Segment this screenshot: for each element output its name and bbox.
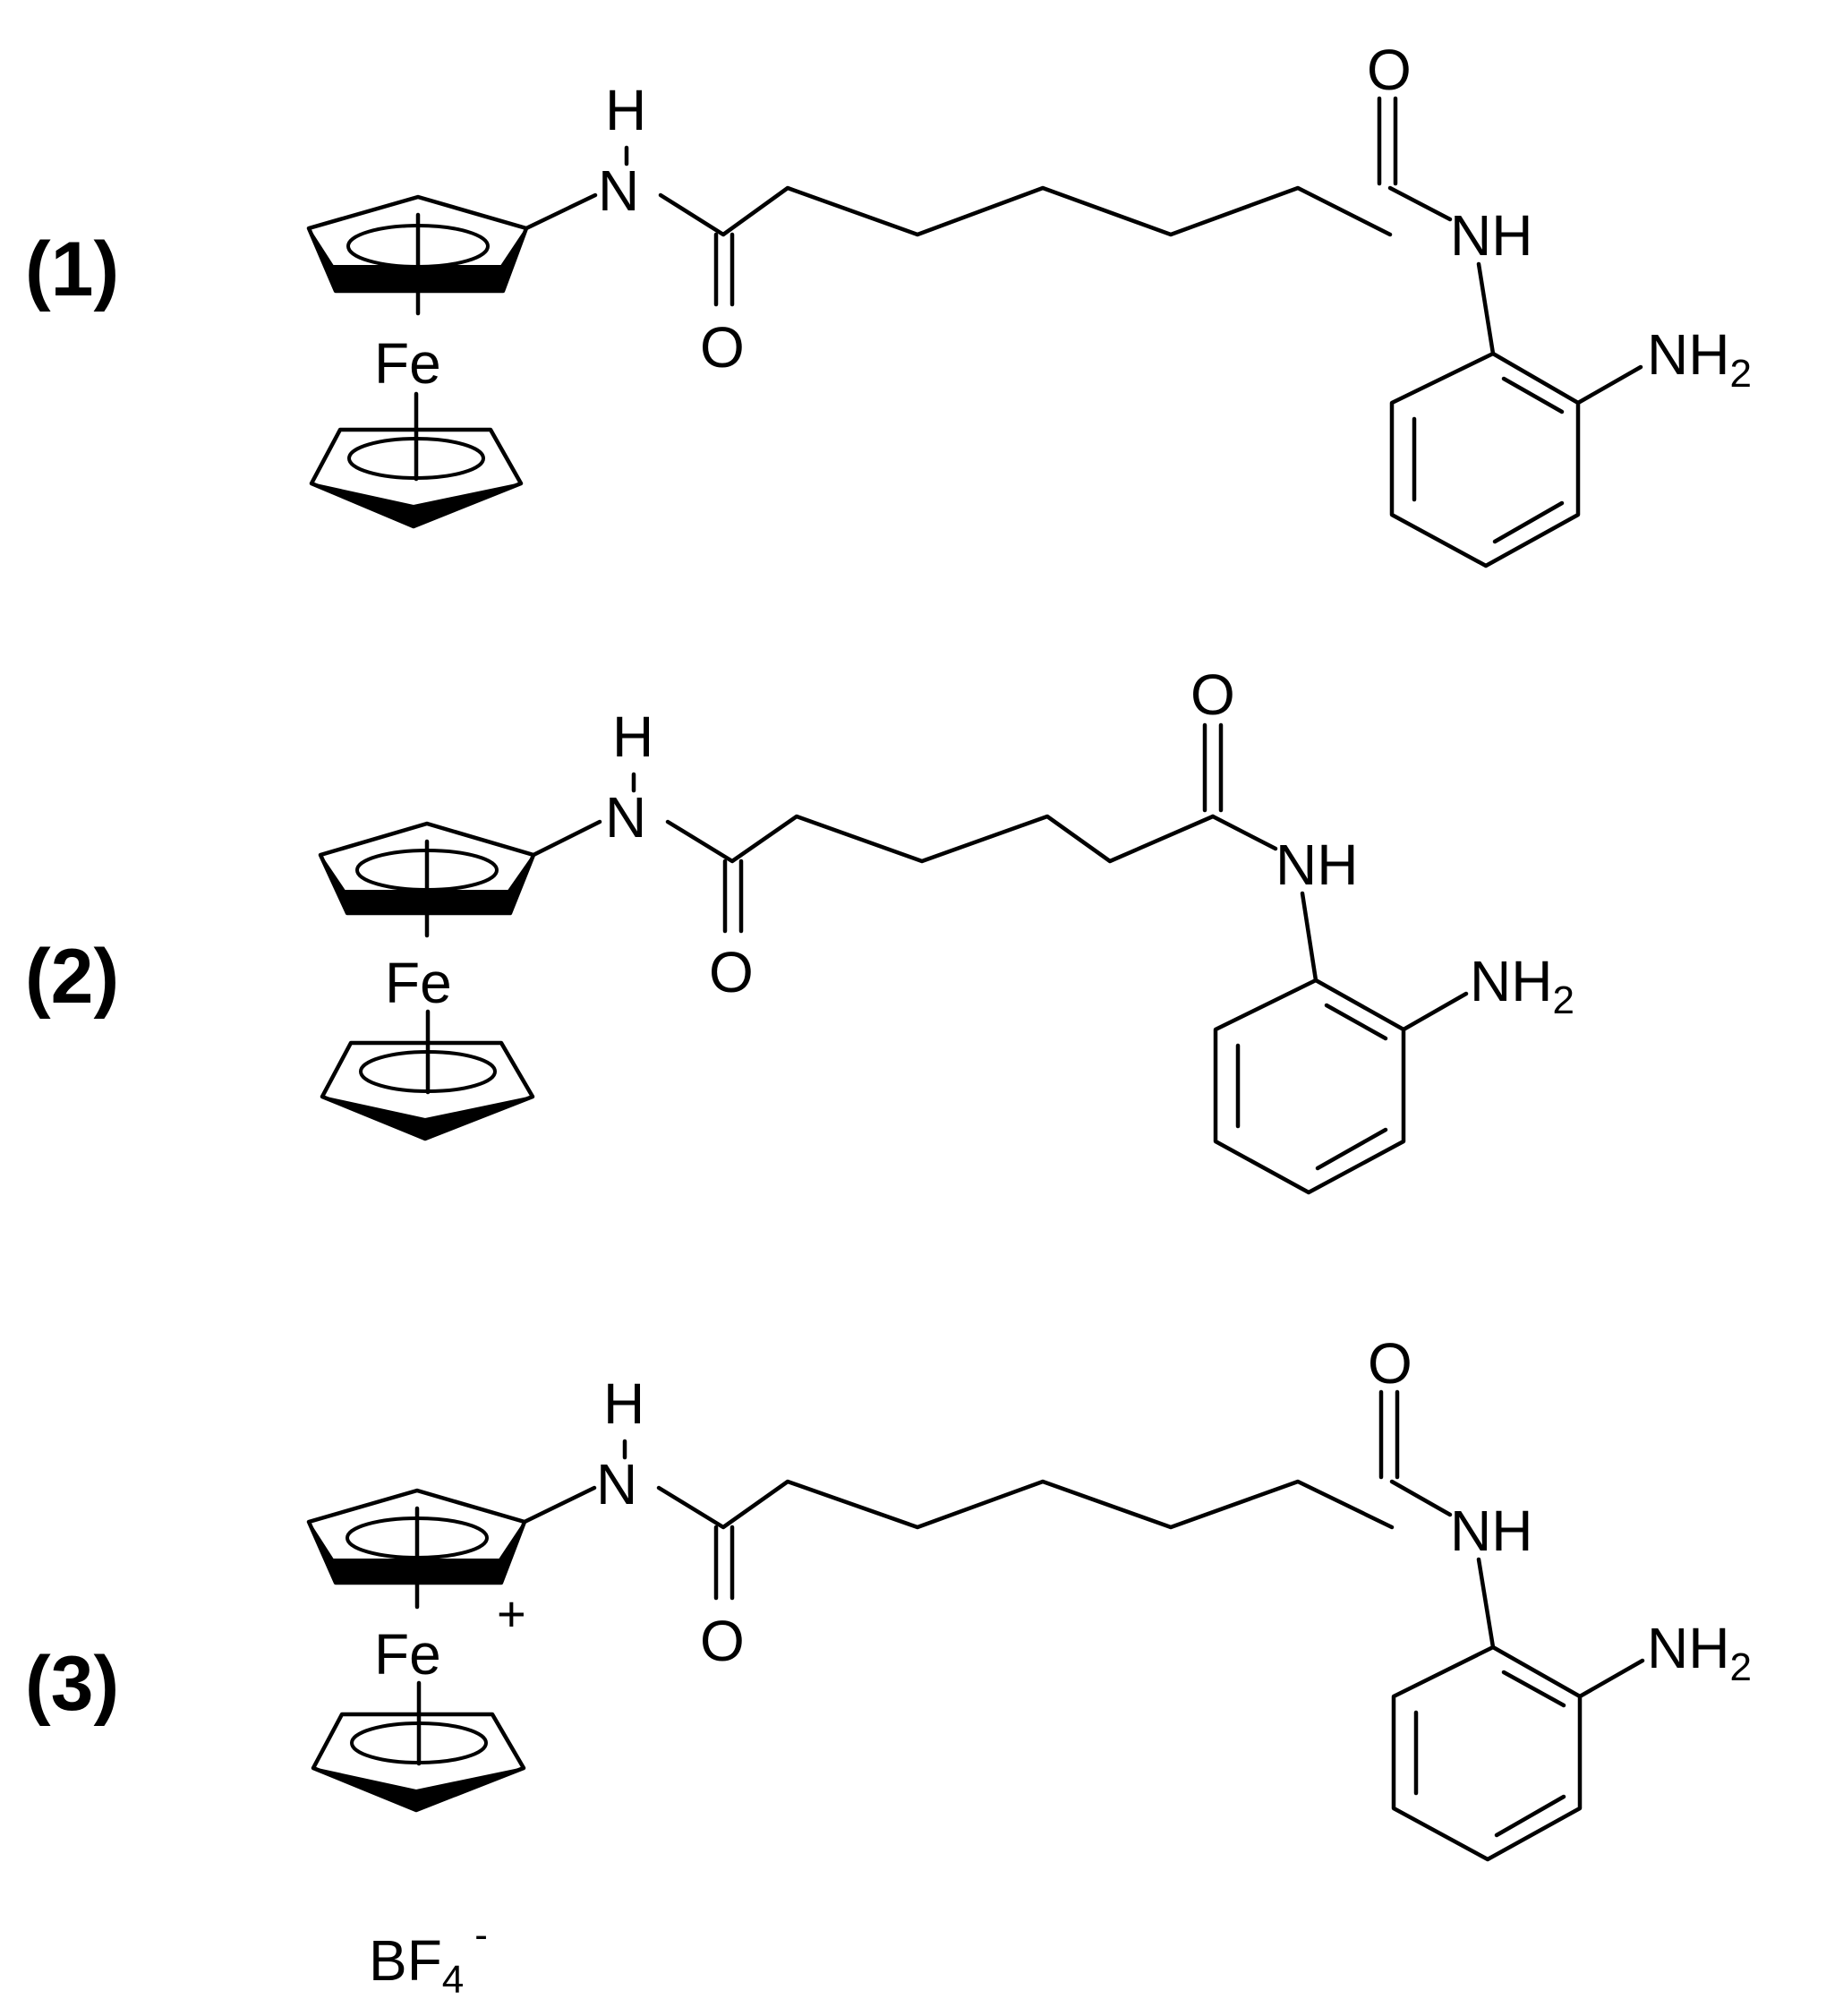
cp-ring-top — [306, 1488, 527, 1610]
amide-n-atom: N — [598, 158, 639, 223]
compound-3: (3) Fe + N H O O NH — [25, 1331, 1752, 2002]
cp-n-bond — [522, 1485, 597, 1525]
carbonyl-o-left: O — [700, 1609, 745, 1673]
cp-n-bond — [531, 819, 602, 858]
amide-n-atom: N — [605, 785, 646, 850]
amide-n-atom: N — [596, 1452, 637, 1516]
compound-2: (2) Fe N H O O NH — [25, 662, 1574, 1195]
cp-ring-bottom — [309, 391, 524, 529]
octanediamide-chain — [658, 185, 1393, 237]
cp-n-bond — [524, 192, 598, 231]
hexanediamide-chain — [665, 814, 1216, 864]
cp-ring-top — [318, 821, 536, 938]
compound-label: (2) — [25, 934, 119, 1020]
amino-group: NH2 — [1647, 322, 1752, 396]
carbonyl-o-left: O — [709, 940, 754, 1004]
benzene-ring — [1213, 978, 1406, 1195]
cp-ring-bottom — [311, 1680, 526, 1813]
iron-atom: Fe — [374, 331, 441, 396]
benzene-ring — [1389, 351, 1581, 568]
cp-ring-top — [306, 194, 529, 316]
carbonyl-o-right: O — [1190, 662, 1235, 727]
carbonyl-o-right: O — [1368, 1331, 1412, 1396]
amino-group: NH2 — [1647, 1616, 1752, 1689]
carbonyl-o-left: O — [700, 315, 745, 380]
compound-label: (3) — [25, 1641, 119, 1727]
amino-group: NH2 — [1470, 949, 1574, 1022]
benzene-ring — [1391, 1644, 1583, 1862]
compound-label: (1) — [25, 226, 119, 312]
anilide-nh: NH — [1450, 1499, 1532, 1563]
amide-h-atom: H — [603, 1371, 644, 1436]
iron-atom: Fe — [385, 951, 452, 1015]
octanediamide-chain — [656, 1479, 1395, 1530]
iron-charge: + — [497, 1585, 526, 1642]
counterion-bf4: BF4- — [369, 1913, 488, 2002]
amide-h-atom: H — [612, 705, 653, 769]
cp-ring-bottom — [320, 1009, 535, 1141]
carbonyl-o-right: O — [1367, 38, 1412, 102]
compound-1: (1) Fe N H O O NH — [25, 38, 1752, 568]
anilide-nh: NH — [1450, 203, 1532, 268]
amide-h-atom: H — [605, 78, 646, 142]
anilide-nh: NH — [1276, 833, 1358, 897]
iron-atom: Fe — [374, 1622, 441, 1687]
